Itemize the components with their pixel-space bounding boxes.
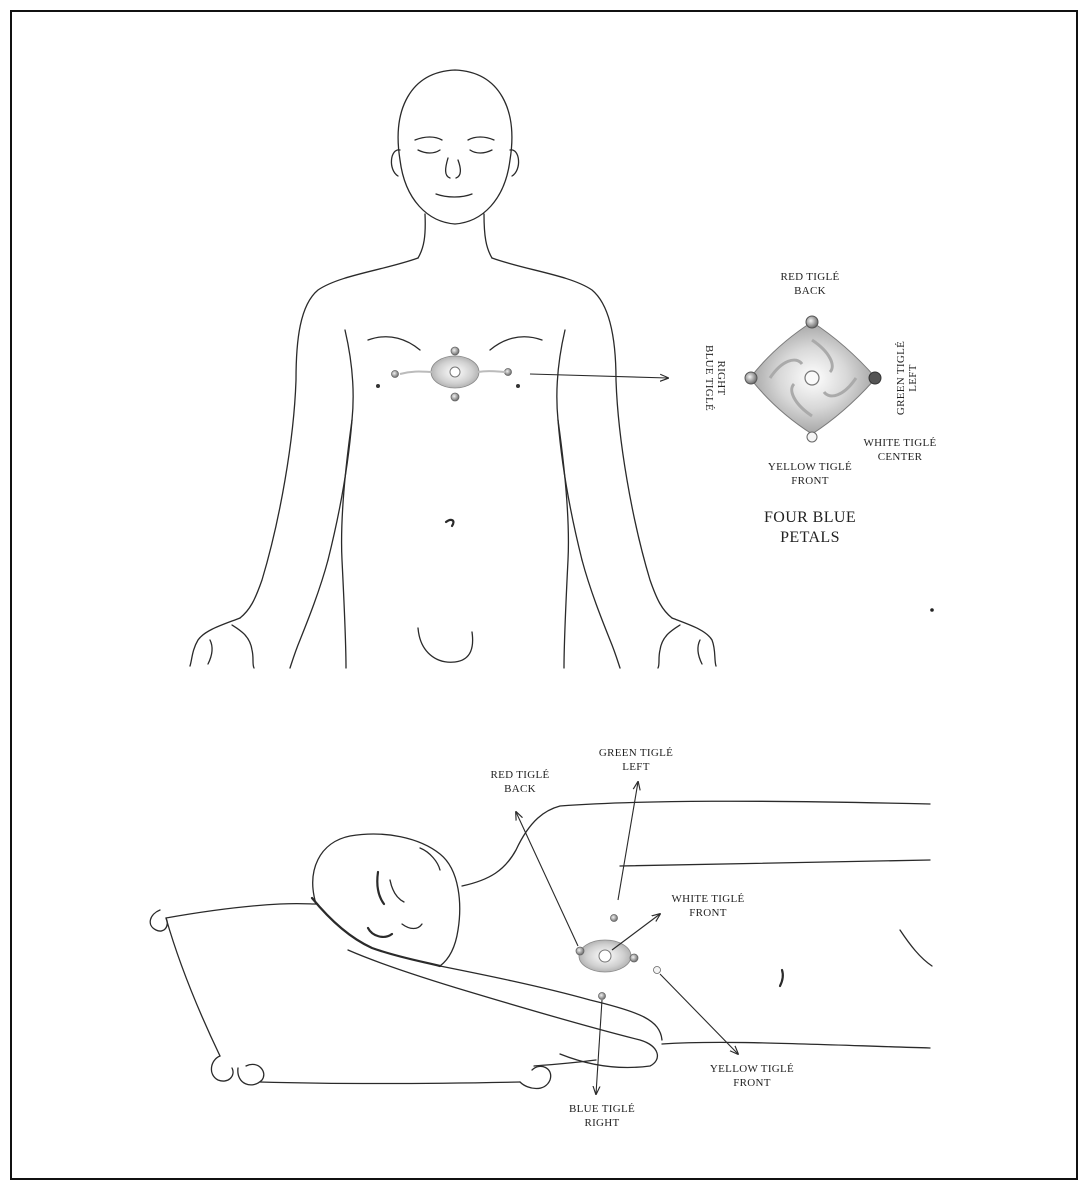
upper-blue-label-2: RIGHT	[715, 360, 727, 395]
upper-white-label-2: CENTER	[878, 451, 923, 463]
upper-yellow-label-2: FRONT	[791, 475, 829, 487]
arrow-blue	[596, 1000, 602, 1094]
caption-line-1: FOUR BLUE	[764, 509, 856, 526]
upper-white-label-1: WHITE TIGLÉ	[863, 437, 936, 449]
lower-white-label-2: FRONT	[689, 907, 727, 919]
lower-green-label-1: GREEN TIGLÉ	[599, 747, 673, 759]
pointer-arrow	[530, 374, 668, 378]
lower-green-label-2: LEFT	[622, 761, 649, 773]
upper-green-label-2: LEFT	[907, 364, 919, 391]
upper-green-label: GREEN TIGLÉ LEFT	[895, 341, 919, 415]
lower-blue-label-2: RIGHT	[584, 1117, 619, 1129]
reclining-figure	[150, 801, 932, 1088]
lower-yellow-label-1: YELLOW TIGLÉ	[710, 1063, 794, 1075]
chest-tigle-mandala	[376, 347, 520, 401]
upper-red-label-1: RED TIGLÉ	[780, 271, 839, 283]
lower-blue-label-1: BLUE TIGLÉ	[569, 1103, 635, 1115]
caption-line-2: PETALS	[780, 529, 840, 546]
lower-red-label-2: BACK	[504, 783, 536, 795]
arrow-red	[516, 812, 578, 946]
upper-blue-label: BLUE TIGLÉ RIGHT	[703, 345, 727, 411]
lower-red-label-1: RED TIGLÉ	[490, 769, 549, 781]
arrow-green	[618, 782, 638, 900]
four-blue-petals-mandala	[745, 316, 881, 442]
upper-blue-label-1: BLUE TIGLÉ	[703, 345, 715, 411]
side-tigle-mandala	[576, 915, 661, 1000]
lower-white-label-1: WHITE TIGLÉ	[671, 893, 744, 905]
stray-dot	[930, 608, 934, 612]
upper-yellow-label-1: YELLOW TIGLÉ	[768, 461, 852, 473]
lower-yellow-label-2: FRONT	[733, 1077, 771, 1089]
arrow-white	[612, 914, 660, 950]
upper-red-label-2: BACK	[794, 285, 826, 297]
upper-green-label-1: GREEN TIGLÉ	[895, 341, 907, 415]
